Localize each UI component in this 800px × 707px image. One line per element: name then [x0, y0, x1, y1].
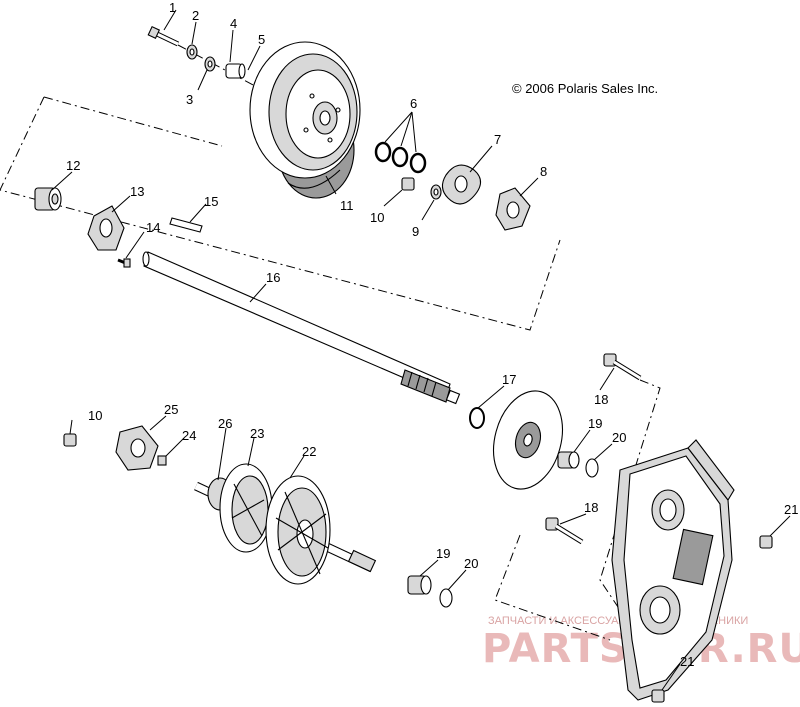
- part-7-bearing-flange: [441, 164, 482, 205]
- part-24-screw: [157, 455, 167, 466]
- part-25-bearing-flange: [115, 425, 159, 471]
- callout-26: 26: [218, 416, 232, 431]
- part-22-track-drive-sprockets: [194, 463, 377, 585]
- callout-12: 12: [66, 158, 80, 173]
- callout-20-lower: 20: [464, 556, 478, 571]
- callout-18-upper: 18: [594, 392, 608, 407]
- callout-4: 4: [230, 16, 237, 31]
- part-brake-disc: [493, 390, 563, 490]
- callout-13: 13: [130, 184, 144, 199]
- assembly-outline-upper: [0, 96, 561, 331]
- callout-8: 8: [540, 164, 547, 179]
- part-2-washer: [186, 44, 198, 60]
- part-14-screw: [117, 258, 131, 268]
- leader-lines: [51, 9, 791, 691]
- part-21-nut-lower: [651, 689, 665, 703]
- callout-23: 23: [250, 426, 264, 441]
- part-6-o-rings: [374, 141, 427, 174]
- callout-16: 16: [266, 270, 280, 285]
- part-10-nut-lower: [63, 433, 77, 447]
- callout-1: 1: [169, 0, 176, 15]
- callout-3: 3: [186, 92, 193, 107]
- callout-25: 25: [164, 402, 178, 417]
- callout-24: 24: [182, 428, 196, 443]
- callout-22: 22: [302, 444, 316, 459]
- callout-numbers: 1 2 3 4 5 6 7 8 9 10 11 12 13 14 15 16 1…: [66, 0, 798, 669]
- callout-10-upper: 10: [370, 210, 384, 225]
- part-11-driven-sprocket: [249, 41, 361, 199]
- part-3-washer: [204, 56, 216, 72]
- part-10-nut-upper: [401, 177, 415, 191]
- callout-15: 15: [204, 194, 218, 209]
- part-16-drive-shaft: [142, 251, 461, 405]
- part-19-bearing-lower: [407, 575, 432, 595]
- callout-6: 6: [410, 96, 417, 111]
- callout-10-lower: 10: [88, 408, 102, 423]
- copyright-notice: © 2006 Polaris Sales Inc.: [512, 81, 658, 96]
- part-chaincase-housing: [611, 439, 735, 701]
- callout-17: 17: [502, 372, 516, 387]
- callout-5: 5: [258, 32, 265, 47]
- callout-7: 7: [494, 132, 501, 147]
- callout-21-upper: 21: [784, 502, 798, 517]
- part-13-bearing-flange: [87, 205, 125, 251]
- part-12-bearing: [34, 187, 62, 211]
- part-19-bearing-upper: [557, 451, 580, 469]
- callout-18-lower: 18: [584, 500, 598, 515]
- part-21-nut-upper: [759, 535, 773, 549]
- part-9-washer: [430, 184, 442, 200]
- part-1-bolt: [147, 25, 180, 47]
- callout-11: 11: [340, 198, 354, 213]
- callout-9: 9: [412, 224, 419, 239]
- part-4-spacer: [225, 63, 246, 79]
- part-18-bolt-lower: [545, 517, 584, 545]
- part-18-bolt-upper: [603, 353, 642, 381]
- part-20-seal-upper: [585, 458, 599, 478]
- callout-20-upper: 20: [612, 430, 626, 445]
- callout-2: 2: [192, 8, 199, 23]
- callout-19-upper: 19: [588, 416, 602, 431]
- callout-21-lower: 21: [680, 654, 694, 669]
- callout-19-lower: 19: [436, 546, 450, 561]
- part-17-snap-ring: [469, 407, 485, 429]
- part-15-key: [169, 217, 203, 233]
- part-20-seal-lower: [439, 588, 453, 608]
- part-8-flange-plate: [495, 187, 531, 231]
- callout-14: 14: [146, 220, 160, 235]
